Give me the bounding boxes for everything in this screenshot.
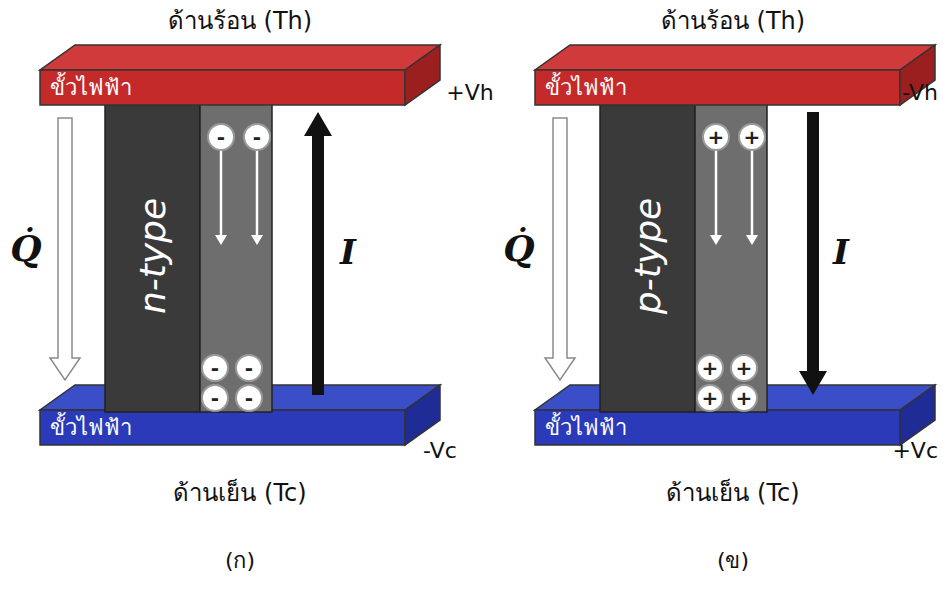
charge-carrier: - [235, 354, 263, 382]
leg-side [200, 100, 272, 412]
carrier-drift-arrow [715, 150, 718, 237]
carrier-drift-arrowhead [215, 235, 227, 245]
leg-side [695, 100, 767, 412]
cold-electrode: ขั้วไฟฟ้า [535, 410, 900, 445]
heat-flow-arrow [545, 118, 575, 380]
carrier-sign: + [702, 358, 719, 378]
carrier-drift-arrow [256, 150, 259, 237]
charge-carrier: - [207, 123, 235, 151]
hot-electrode-front [535, 70, 900, 105]
cold-electrode-front [535, 410, 900, 445]
leg-front [600, 100, 695, 412]
cold-electrode-side [900, 385, 935, 445]
charge-carrier: - [201, 384, 229, 412]
cold-electrode: ขั้วไฟฟ้า [40, 410, 405, 445]
carrier-sign: + [708, 127, 725, 147]
carrier-sign: + [736, 388, 753, 408]
carrier-drift-arrowhead [710, 235, 722, 245]
current-symbol: I [340, 232, 356, 272]
charge-carrier: - [235, 384, 263, 412]
carrier-sign: - [245, 388, 253, 408]
charge-carrier: + [696, 384, 724, 412]
carrier-sign: + [702, 388, 719, 408]
charge-carrier: + [730, 354, 758, 382]
voltage-label: -Vc [423, 438, 457, 463]
carrier-drift-arrowhead [251, 235, 263, 245]
hot-electrode: ขั้วไฟฟ้า [40, 70, 405, 105]
voltage-label: -Vh [902, 80, 938, 105]
leg-front [105, 100, 200, 412]
charge-carrier: + [702, 123, 730, 151]
hot-electrode-top [40, 45, 440, 70]
current-symbol: I [833, 232, 849, 272]
panel-label: (ข) [717, 543, 749, 578]
hot-side-label: ด้านร้อน (Th) [168, 1, 312, 40]
electrode-label: ขั้วไฟฟ้า [545, 70, 627, 105]
charge-carrier: + [696, 354, 724, 382]
semiconductor-leg: n-type - - - - - - [105, 100, 272, 412]
charge-carrier: - [201, 354, 229, 382]
carrier-sign: - [253, 127, 261, 147]
carrier-sign: - [217, 127, 225, 147]
hot-electrode-side [405, 45, 440, 105]
carrier-sign: + [744, 127, 761, 147]
current-arrow [799, 112, 827, 395]
cold-electrode-front [40, 410, 405, 445]
charge-carrier: - [243, 123, 271, 151]
carrier-sign: - [245, 358, 253, 378]
electrode-label: ขั้วไฟฟ้า [545, 410, 627, 445]
panel-label: (ก) [225, 543, 255, 578]
leg-type-label: p-type [627, 198, 668, 314]
voltage-label: +Vh [446, 80, 493, 105]
carrier-sign: + [736, 358, 753, 378]
electrode-label: ขั้วไฟฟ้า [50, 70, 132, 105]
heat-flow-symbol: Q̇ [10, 227, 41, 269]
charge-carrier: + [738, 123, 766, 151]
carrier-drift-arrow [751, 150, 754, 237]
hot-side-label: ด้านร้อน (Th) [661, 1, 805, 40]
hot-electrode-top [535, 45, 935, 70]
heat-flow-symbol: Q̇ [503, 227, 534, 269]
leg-type-label: n-type [132, 198, 173, 314]
cold-side-label: ด้านเย็น (Tc) [666, 473, 799, 512]
voltage-label: +Vc [892, 438, 938, 463]
cold-electrode-side [405, 385, 440, 445]
cold-side-label: ด้านเย็น (Tc) [173, 473, 306, 512]
electrode-label: ขั้วไฟฟ้า [50, 410, 132, 445]
semiconductor-leg: p-type + + + + + + [600, 100, 767, 412]
current-arrow [304, 112, 332, 395]
heat-flow-arrow [50, 118, 80, 380]
hot-electrode-front [40, 70, 405, 105]
carrier-drift-arrow [220, 150, 223, 237]
charge-carrier: + [730, 384, 758, 412]
carrier-sign: - [211, 358, 219, 378]
carrier-sign: - [211, 388, 219, 408]
hot-electrode: ขั้วไฟฟ้า [535, 70, 900, 105]
carrier-drift-arrowhead [746, 235, 758, 245]
